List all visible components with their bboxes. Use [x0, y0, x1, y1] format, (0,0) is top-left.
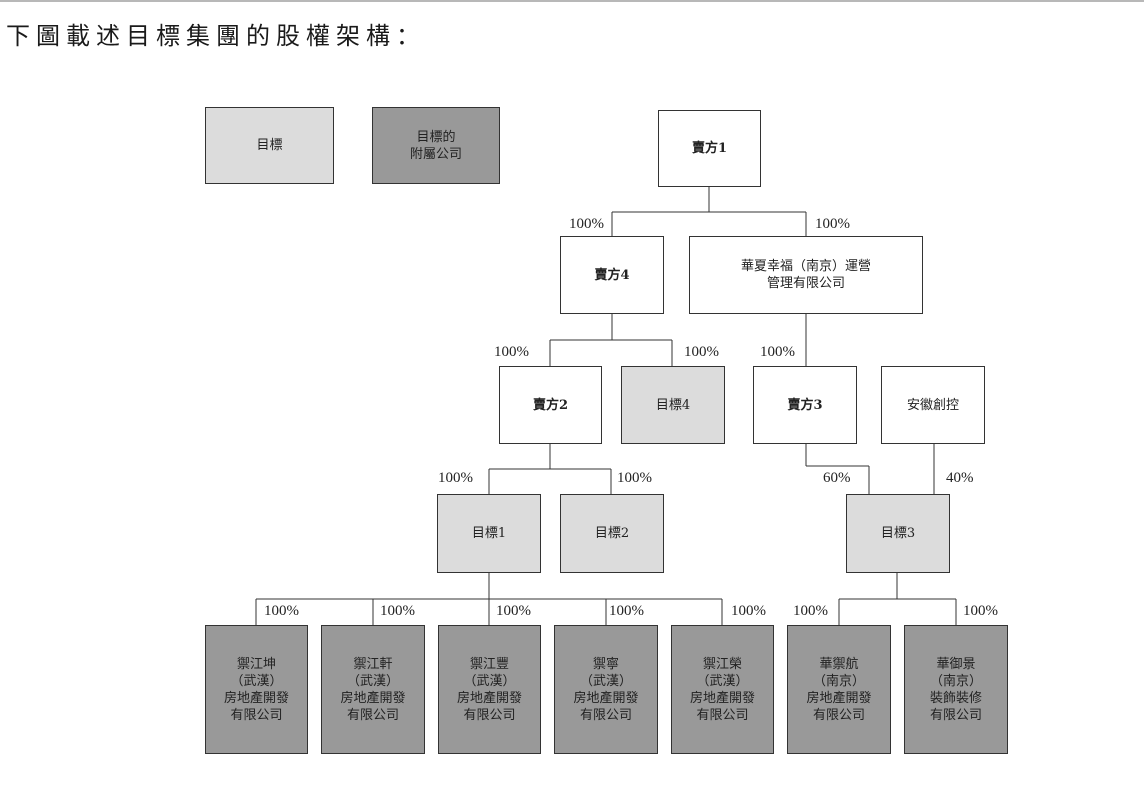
pct-seller1-huaxia: 100%: [815, 216, 850, 232]
subsidiary-yujiangxuan-box: 禦江軒 （武漢） 房地產開發 有限公司: [321, 625, 425, 754]
pct-seller2-target2: 100%: [617, 470, 652, 486]
page-heading: 下圖載述目標集團的股權架構：: [6, 22, 426, 50]
pct-target1-sub1: 100%: [264, 603, 299, 619]
top-rule: [0, 0, 1144, 2]
huaxia-operation-box: 華夏幸福（南京）運營 管理有限公司: [689, 236, 923, 314]
pct-target1-sub2: 100%: [380, 603, 415, 619]
pct-target1-sub3: 100%: [496, 603, 531, 619]
pct-huaxia-seller3: 100%: [760, 344, 795, 360]
pct-seller2-target1: 100%: [438, 470, 473, 486]
pct-target3-sub7: 100%: [963, 603, 998, 619]
pct-seller1-seller4: 100%: [569, 216, 604, 232]
seller1-box: 賣方1: [658, 110, 761, 187]
subsidiary-huayuhang-box: 華禦航 （南京） 房地產開發 有限公司: [787, 625, 891, 754]
anhui-chuangkong-box: 安徽創控: [881, 366, 985, 444]
pct-target3-sub6: 100%: [793, 603, 828, 619]
pct-seller4-target4: 100%: [684, 344, 719, 360]
pct-target1-sub5: 100%: [731, 603, 766, 619]
subsidiary-yujiangrong-box: 禦江榮 （武漢） 房地產開發 有限公司: [671, 625, 774, 754]
target2-box: 目標2: [560, 494, 664, 573]
subsidiary-yujiangfeng-box: 禦江豐 （武漢） 房地產開發 有限公司: [438, 625, 541, 754]
seller3-box: 賣方3: [753, 366, 857, 444]
target1-box: 目標1: [437, 494, 541, 573]
target3-box: 目標3: [846, 494, 950, 573]
pct-seller3-target3: 60%: [823, 470, 851, 486]
legend-subsidiary-box: 目標的 附屬公司: [372, 107, 500, 184]
legend-target-box: 目標: [205, 107, 334, 184]
subsidiary-yujiangkun-box: 禦江坤 （武漢） 房地產開發 有限公司: [205, 625, 308, 754]
seller2-box: 賣方2: [499, 366, 602, 444]
pct-target1-sub4: 100%: [609, 603, 644, 619]
subsidiary-huayujing-box: 華御景 （南京） 裝飾裝修 有限公司: [904, 625, 1008, 754]
pct-seller4-seller2: 100%: [494, 344, 529, 360]
target4-box: 目標4: [621, 366, 725, 444]
subsidiary-yuning-box: 禦寧 （武漢） 房地產開發 有限公司: [554, 625, 658, 754]
seller4-box: 賣方4: [560, 236, 664, 314]
pct-anhui-target3: 40%: [946, 470, 974, 486]
